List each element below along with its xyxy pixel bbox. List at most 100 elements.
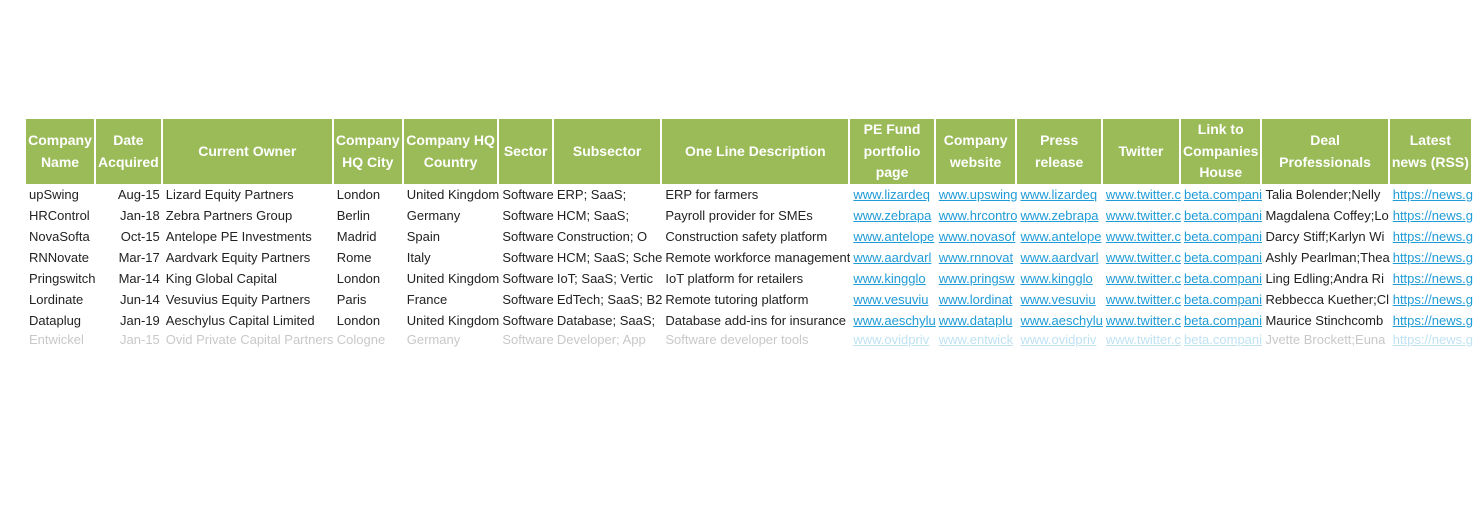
cell-sector[interactable]: Software xyxy=(502,208,554,223)
cell-date-acquired[interactable]: Aug-15 xyxy=(117,187,160,202)
cell-portfolio-link[interactable]: www.lizardeq xyxy=(853,187,930,202)
cell-press-release-link[interactable]: www.antelope xyxy=(1020,229,1102,244)
cell-portfolio-link[interactable]: www.zebrapa xyxy=(853,208,932,223)
cell-description[interactable]: Remote tutoring platform xyxy=(665,292,809,307)
cell-hq-country[interactable]: Italy xyxy=(406,250,431,265)
cell-deal-professionals[interactable]: Talia Bolender;Nelly xyxy=(1265,187,1381,202)
cell-current-owner[interactable]: Vesuvius Equity Partners xyxy=(165,292,311,307)
cell-company-name[interactable]: Lordinate xyxy=(29,292,84,307)
cell-deal-professionals[interactable]: Ling Edling;Andra Ri xyxy=(1265,271,1384,286)
cell-date-acquired[interactable]: Jun-14 xyxy=(120,292,160,307)
cell-twitter-link[interactable]: www.twitter.c xyxy=(1105,250,1181,265)
cell-company-name[interactable]: RNNovate xyxy=(29,250,89,265)
cell-website-link[interactable]: www.dataplu xyxy=(938,313,1013,328)
cell-hq-country[interactable]: Germany xyxy=(406,332,461,347)
cell-current-owner[interactable]: Aardvark Equity Partners xyxy=(165,250,311,265)
cell-companies-house-link[interactable]: beta.compani xyxy=(1183,271,1263,286)
cell-sector[interactable]: Software xyxy=(502,271,554,286)
cell-date-acquired[interactable]: Mar-17 xyxy=(118,250,160,265)
cell-news-link[interactable]: https://news.g xyxy=(1392,187,1473,202)
header-portfolio-page[interactable]: PE Fund portfolio page xyxy=(850,119,936,184)
cell-companies-house-link[interactable]: beta.compani xyxy=(1183,250,1263,265)
cell-deal-professionals[interactable]: Darcy Stiff;Karlyn Wi xyxy=(1265,229,1385,244)
cell-date-acquired[interactable]: Jan-19 xyxy=(120,313,160,328)
cell-deal-professionals[interactable]: Jvette Brockett;Euna xyxy=(1265,332,1386,347)
cell-date-acquired[interactable]: Oct-15 xyxy=(120,229,160,244)
cell-date-acquired[interactable]: Mar-14 xyxy=(118,271,160,286)
header-latest-news[interactable]: Latest news (RSS) xyxy=(1389,119,1473,184)
cell-hq-country[interactable]: Germany xyxy=(406,208,461,223)
cell-press-release-link[interactable]: www.aeschylu xyxy=(1020,313,1103,328)
header-companies-house[interactable]: Link to Companies House xyxy=(1180,119,1263,184)
cell-portfolio-link[interactable]: www.aardvarl xyxy=(853,250,932,265)
cell-sector[interactable]: Software xyxy=(502,332,554,347)
cell-website-link[interactable]: www.hrcontro xyxy=(938,208,1018,223)
header-company-name[interactable]: Company Name xyxy=(26,119,97,184)
cell-company-name[interactable]: Entwickel xyxy=(29,332,84,347)
cell-subsector[interactable]: EdTech; SaaS; B2 xyxy=(556,292,663,307)
cell-news-link[interactable]: https://news.g xyxy=(1392,250,1473,265)
cell-company-name[interactable]: upSwing xyxy=(29,187,79,202)
cell-sector[interactable]: Software xyxy=(502,292,554,307)
cell-twitter-link[interactable]: www.twitter.c xyxy=(1105,313,1181,328)
cell-press-release-link[interactable]: www.vesuviu xyxy=(1020,292,1096,307)
cell-twitter-link[interactable]: www.twitter.c xyxy=(1105,208,1181,223)
cell-current-owner[interactable]: Lizard Equity Partners xyxy=(165,187,294,202)
cell-press-release-link[interactable]: www.kingglo xyxy=(1020,271,1093,286)
cell-hq-city[interactable]: London xyxy=(336,313,381,328)
cell-description[interactable]: Database add-ins for insurance xyxy=(665,313,847,328)
cell-deal-professionals[interactable]: Maurice Stinchcomb xyxy=(1265,313,1384,328)
cell-portfolio-link[interactable]: www.ovidpriv xyxy=(853,332,930,347)
header-hq-city[interactable]: Company HQ City xyxy=(333,119,404,184)
cell-hq-city[interactable]: Paris xyxy=(336,292,367,307)
cell-portfolio-link[interactable]: www.vesuviu xyxy=(853,292,929,307)
header-press-release[interactable]: Press release xyxy=(1017,119,1103,184)
cell-hq-country[interactable]: United Kingdom xyxy=(406,187,500,202)
cell-sector[interactable]: Software xyxy=(502,229,554,244)
cell-press-release-link[interactable]: www.lizardeq xyxy=(1020,187,1098,202)
header-company-website[interactable]: Company website xyxy=(935,119,1018,184)
cell-website-link[interactable]: www.rnnovat xyxy=(938,250,1014,265)
cell-news-link[interactable]: https://news.g xyxy=(1392,271,1473,286)
cell-company-name[interactable]: NovaSofta xyxy=(29,229,90,244)
cell-hq-city[interactable]: Madrid xyxy=(336,229,377,244)
cell-hq-city[interactable]: Berlin xyxy=(336,208,371,223)
cell-website-link[interactable]: www.upswing xyxy=(938,187,1018,202)
cell-twitter-link[interactable]: www.twitter.c xyxy=(1105,187,1181,202)
cell-twitter-link[interactable]: www.twitter.c xyxy=(1105,229,1181,244)
cell-companies-house-link[interactable]: beta.compani xyxy=(1183,187,1263,202)
cell-description[interactable]: Payroll provider for SMEs xyxy=(665,208,813,223)
cell-description[interactable]: Software developer tools xyxy=(665,332,809,347)
cell-companies-house-link[interactable]: beta.compani xyxy=(1183,208,1263,223)
cell-description[interactable]: Remote workforce management xyxy=(665,250,851,265)
cell-current-owner[interactable]: Ovid Private Capital Partners xyxy=(165,332,334,347)
cell-news-link[interactable]: https://news.g xyxy=(1392,292,1473,307)
cell-description[interactable]: Construction safety platform xyxy=(665,229,828,244)
header-date-acquired[interactable]: Date Acquired xyxy=(96,119,163,184)
cell-press-release-link[interactable]: www.zebrapa xyxy=(1020,208,1099,223)
cell-portfolio-link[interactable]: www.kingglo xyxy=(853,271,926,286)
cell-hq-country[interactable]: Spain xyxy=(406,229,441,244)
cell-companies-house-link[interactable]: beta.compani xyxy=(1183,313,1263,328)
cell-subsector[interactable]: HCM; SaaS; Sche xyxy=(556,250,663,265)
cell-company-name[interactable]: Pringswitch xyxy=(29,271,96,286)
cell-website-link[interactable]: www.lordinat xyxy=(938,292,1013,307)
cell-twitter-link[interactable]: www.twitter.c xyxy=(1105,292,1181,307)
cell-news-link[interactable]: https://news.g xyxy=(1392,229,1473,244)
cell-website-link[interactable]: www.pringsw xyxy=(938,271,1015,286)
cell-subsector[interactable]: Developer; App xyxy=(556,332,646,347)
header-deal-professionals[interactable]: Deal Professionals xyxy=(1262,119,1390,184)
header-description[interactable]: One Line Description xyxy=(662,119,851,184)
header-subsector[interactable]: Subsector xyxy=(553,119,663,184)
cell-subsector[interactable]: IoT; SaaS; Vertic xyxy=(556,271,653,286)
cell-current-owner[interactable]: Aeschylus Capital Limited xyxy=(165,313,315,328)
cell-subsector[interactable]: ERP; SaaS; xyxy=(556,187,627,202)
cell-website-link[interactable]: www.novasof xyxy=(938,229,1016,244)
cell-companies-house-link[interactable]: beta.compani xyxy=(1183,229,1263,244)
cell-subsector[interactable]: Construction; O xyxy=(556,229,648,244)
header-sector[interactable]: Sector xyxy=(499,119,554,184)
cell-companies-house-link[interactable]: beta.compani xyxy=(1183,292,1263,307)
cell-hq-country[interactable]: United Kingdom xyxy=(406,313,500,328)
cell-hq-country[interactable]: France xyxy=(406,292,448,307)
cell-hq-country[interactable]: United Kingdom xyxy=(406,271,500,286)
